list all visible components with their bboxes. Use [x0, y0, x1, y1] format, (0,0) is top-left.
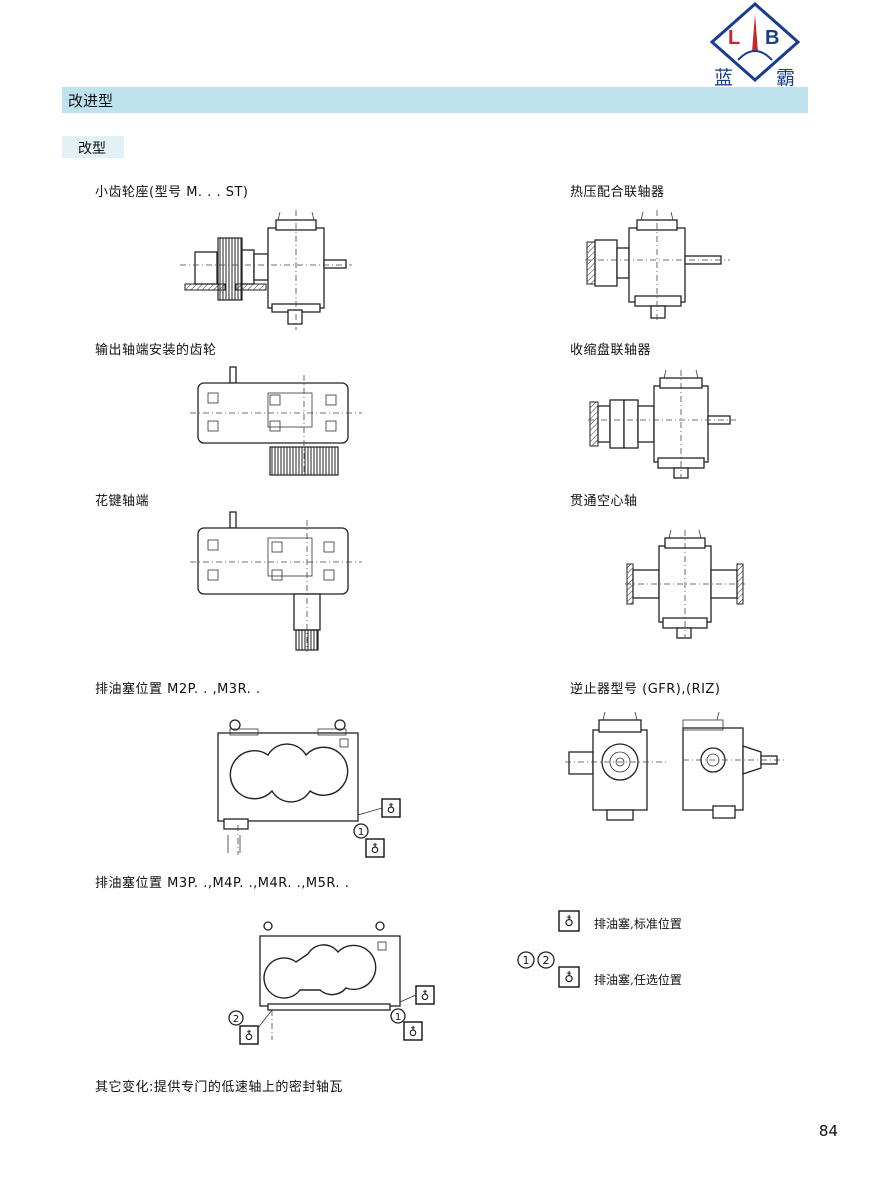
- svg-text:♁: ♁: [387, 802, 396, 816]
- drain-plug-b-drawing: ♁ 1 ♁ 2 ♁: [228, 921, 435, 1045]
- legend-markers: 1 2: [517, 951, 555, 969]
- backstop-drawing: [565, 711, 787, 821]
- svg-text:2: 2: [233, 1014, 239, 1025]
- section-header-bar: [62, 87, 808, 113]
- legend-standard-plug-icon: ♁: [558, 910, 580, 932]
- svg-text:B: B: [765, 27, 779, 49]
- caption-pinion-mount: 小齿轮座(型号 M. . . ST): [95, 185, 249, 200]
- svg-text:L: L: [728, 27, 740, 49]
- svg-text:♁: ♁: [564, 915, 574, 930]
- logo-name-char-1: 蓝: [714, 67, 734, 89]
- caption-hollow-shaft: 贯通空心轴: [570, 494, 638, 509]
- svg-text:2: 2: [543, 954, 550, 967]
- drain-plug-icon: [239, 1025, 259, 1045]
- caption-shrink-coupling: 热压配合联轴器: [570, 185, 665, 200]
- section-title: 改进型: [68, 92, 114, 110]
- hollow-shaft-drawing: [625, 529, 745, 639]
- callout-marker-1: [353, 823, 369, 839]
- output-gear-drawing: [190, 366, 362, 477]
- callout-marker-2: [228, 1010, 244, 1026]
- caption-shrink-disc: 收缩盘联轴器: [570, 343, 652, 358]
- drain-plug-icon: [403, 1021, 423, 1041]
- page-number: 84: [818, 1122, 838, 1140]
- caption-backstop: 逆止器型号 (GFR),(RIZ): [570, 682, 721, 697]
- caption-drain-plug-a: 排油塞位置 M2P. . ,M3R. .: [95, 682, 261, 697]
- svg-text:♁: ♁: [245, 1029, 254, 1043]
- subsection-header-bar: [62, 136, 124, 158]
- svg-text:♁: ♁: [421, 989, 430, 1003]
- caption-output-gear: 输出轴端安装的齿轮: [95, 343, 217, 358]
- caption-drain-plug-b: 排油塞位置 M3P. .,M4P. .,M4R. .,M5R. .: [95, 876, 350, 891]
- company-logo: L B: [709, 1, 801, 83]
- svg-text:1: 1: [523, 954, 530, 967]
- legend-optional-label: 排油塞,任选位置: [594, 973, 682, 987]
- callout-marker-1: [390, 1008, 406, 1024]
- logo-name-char-2: 霸: [776, 67, 796, 89]
- drain-plug-a-drawing: ♁ 1 ♁: [217, 719, 401, 858]
- subsection-title: 改型: [78, 141, 106, 157]
- svg-text:♁: ♁: [564, 971, 574, 986]
- shrink-disc-drawing: [588, 369, 736, 479]
- svg-text:1: 1: [358, 827, 364, 838]
- legend-standard-label: 排油塞,标准位置: [594, 917, 682, 931]
- pinion-mount-drawing: [180, 210, 352, 330]
- drain-plug-icon: [365, 838, 385, 858]
- shrink-coupling-drawing: [585, 210, 730, 322]
- svg-text:♁: ♁: [409, 1025, 418, 1039]
- caption-other-changes: 其它变化:提供专门的低速轴上的密封轴瓦: [95, 1080, 343, 1095]
- caption-spline-shaft: 花键轴端: [95, 494, 150, 509]
- legend-optional-plug-icon: ♁: [558, 966, 580, 988]
- svg-text:♁: ♁: [371, 842, 380, 856]
- svg-text:1: 1: [395, 1012, 401, 1023]
- spline-shaft-drawing: [190, 511, 362, 652]
